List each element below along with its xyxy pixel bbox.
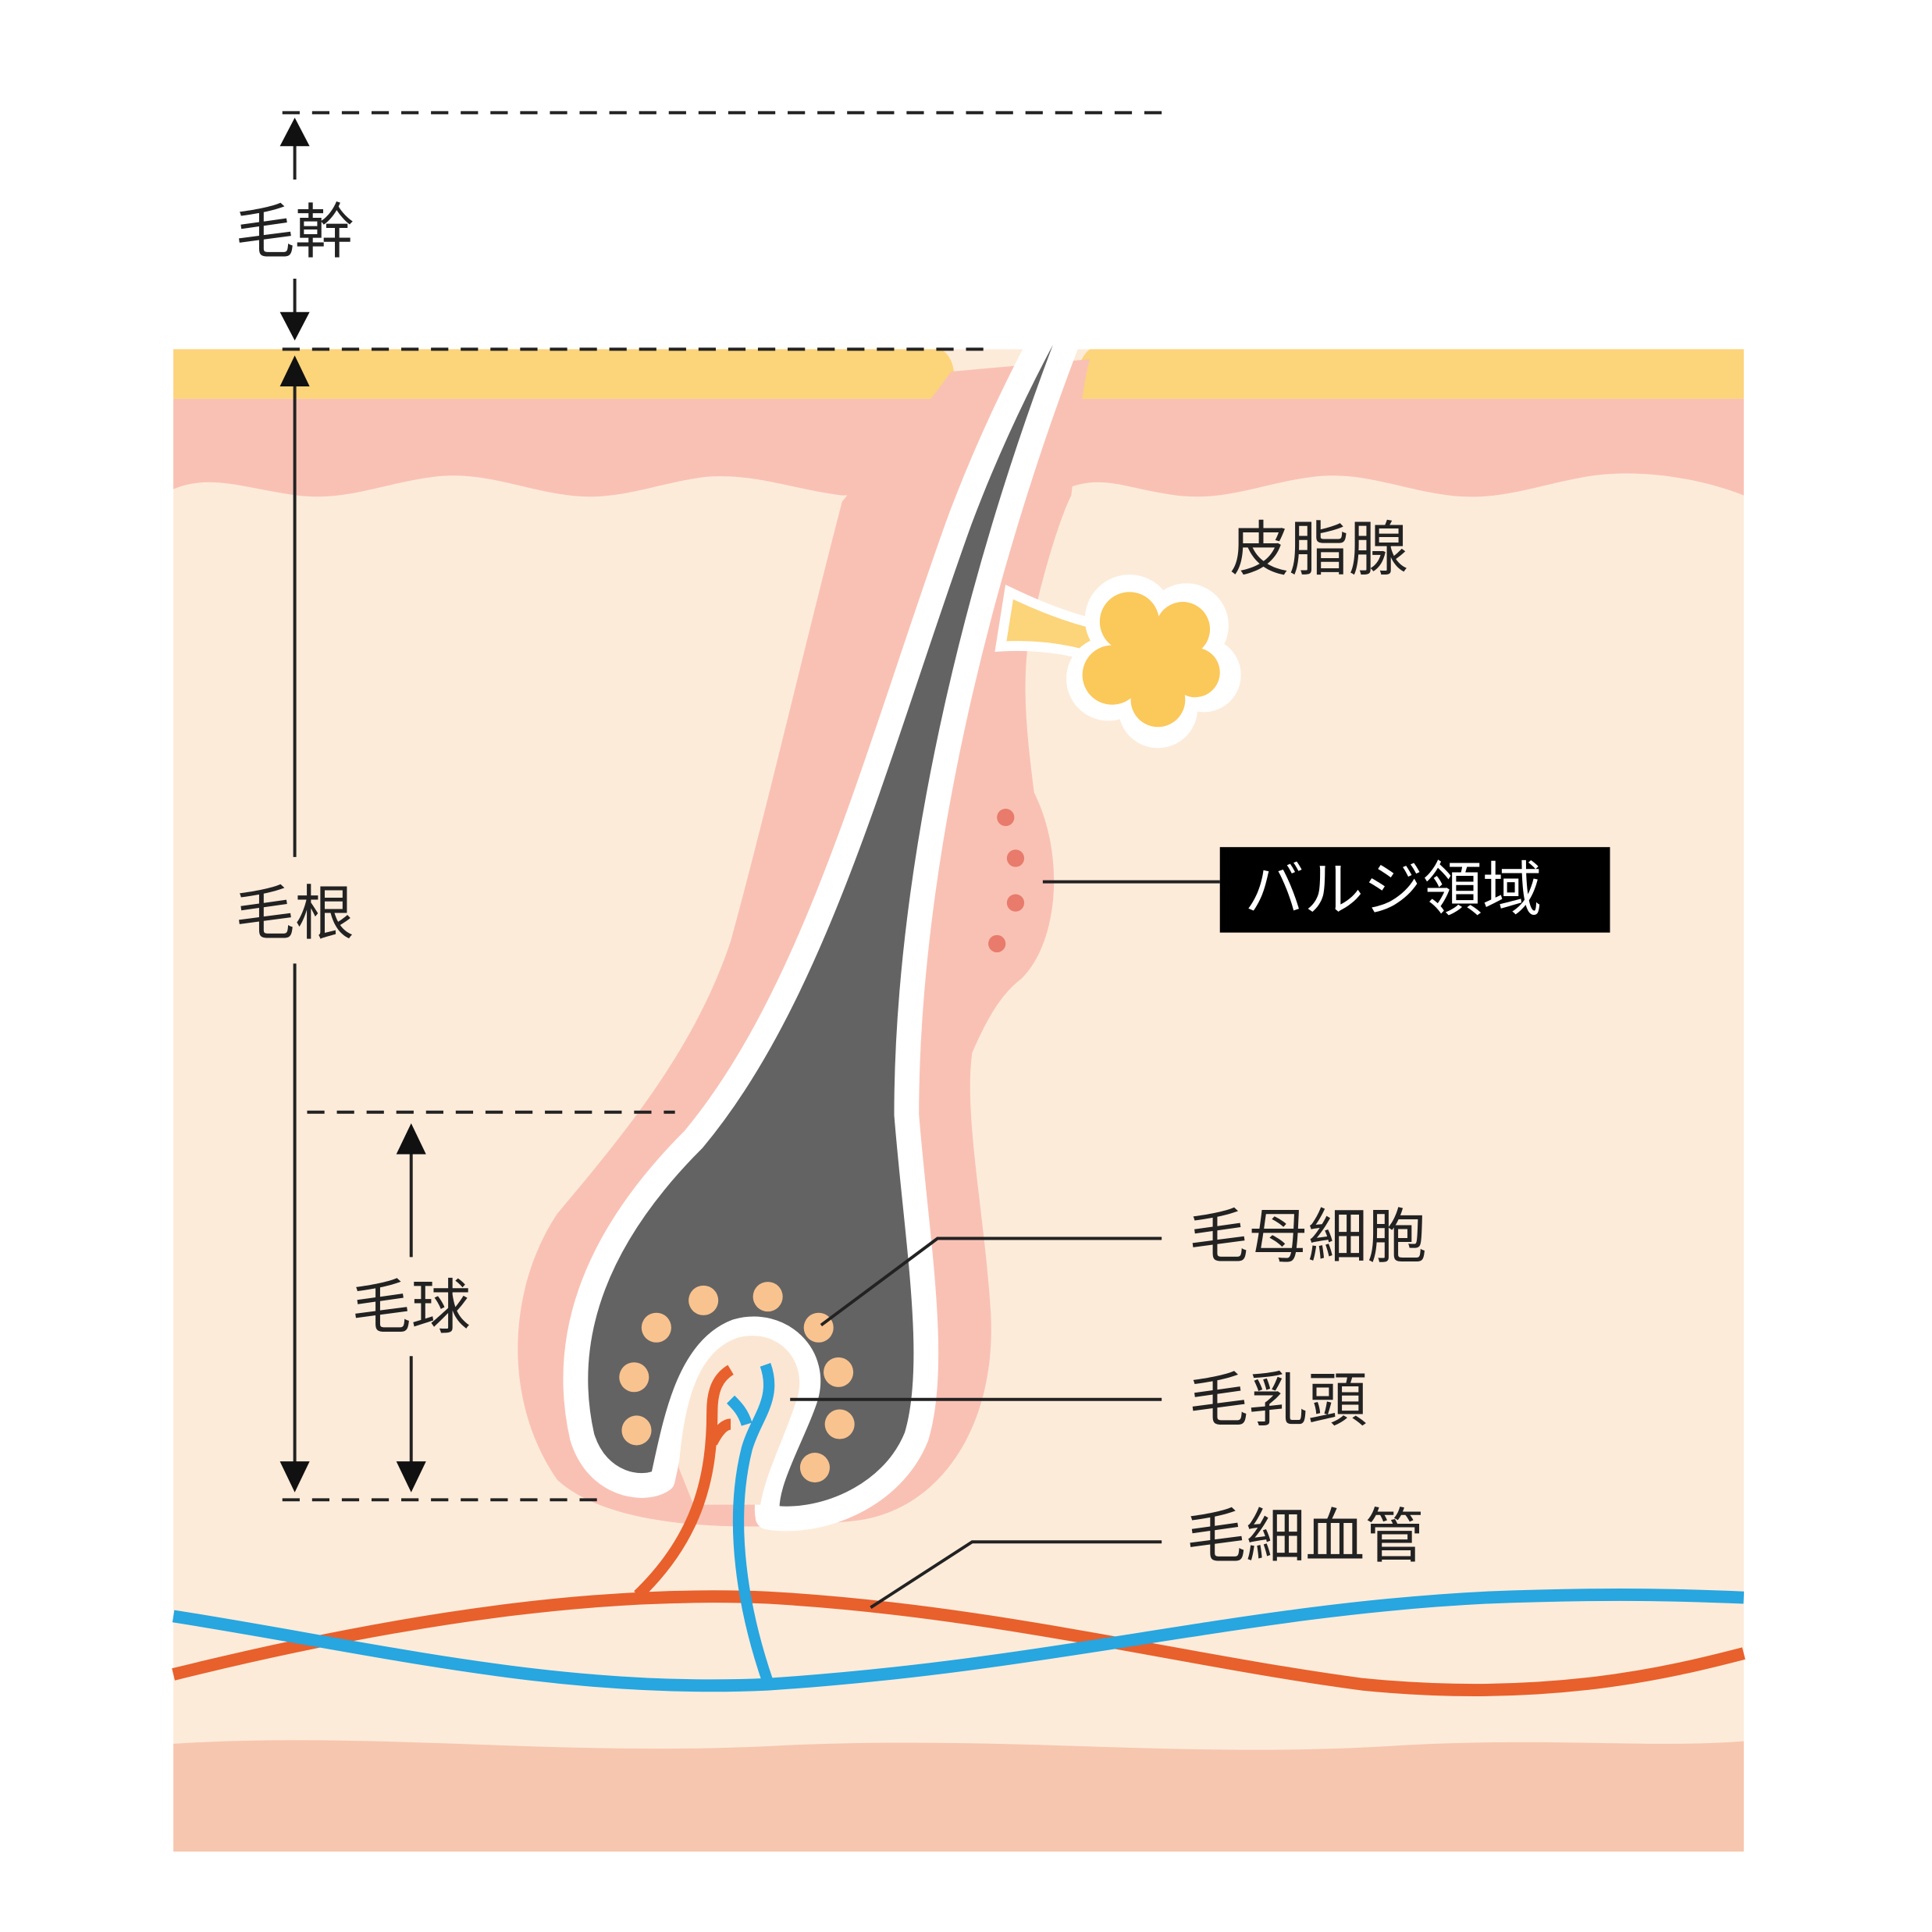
vein	[172, 1589, 1745, 1692]
label-hair-root: 毛根	[235, 878, 354, 948]
leader-capillaries	[870, 1540, 1162, 1609]
label-hair-bulb: 毛球	[352, 1272, 471, 1342]
label-hair-shaft: 毛幹	[235, 197, 354, 267]
label-bulge-region: バルジ領域	[1244, 855, 1542, 924]
label-hair-matrix-cells: 毛母細胞	[1189, 1201, 1427, 1271]
epidermis-layer	[173, 349, 1744, 399]
vein-branch	[727, 1362, 775, 1684]
label-capillaries: 毛細血管	[1187, 1501, 1425, 1571]
shaft-arrow	[279, 117, 310, 341]
leader-matrix	[820, 1236, 1162, 1327]
bulge-cells	[988, 809, 1025, 953]
bulge-label-box	[1219, 847, 1610, 933]
label-sebaceous-gland: 皮脂腺	[1229, 514, 1407, 584]
subcutis-layer	[173, 1740, 1744, 1852]
hair-matrix-cells	[619, 1282, 855, 1483]
hair	[563, 90, 1198, 1532]
bulb-arrow	[396, 1123, 426, 1493]
label-dermal-papilla: 毛乳頭	[1189, 1365, 1367, 1435]
artery-branch	[634, 1364, 735, 1599]
root-arrow	[279, 355, 310, 1493]
sebaceous-gland	[1066, 575, 1241, 749]
artery	[172, 1590, 1745, 1696]
